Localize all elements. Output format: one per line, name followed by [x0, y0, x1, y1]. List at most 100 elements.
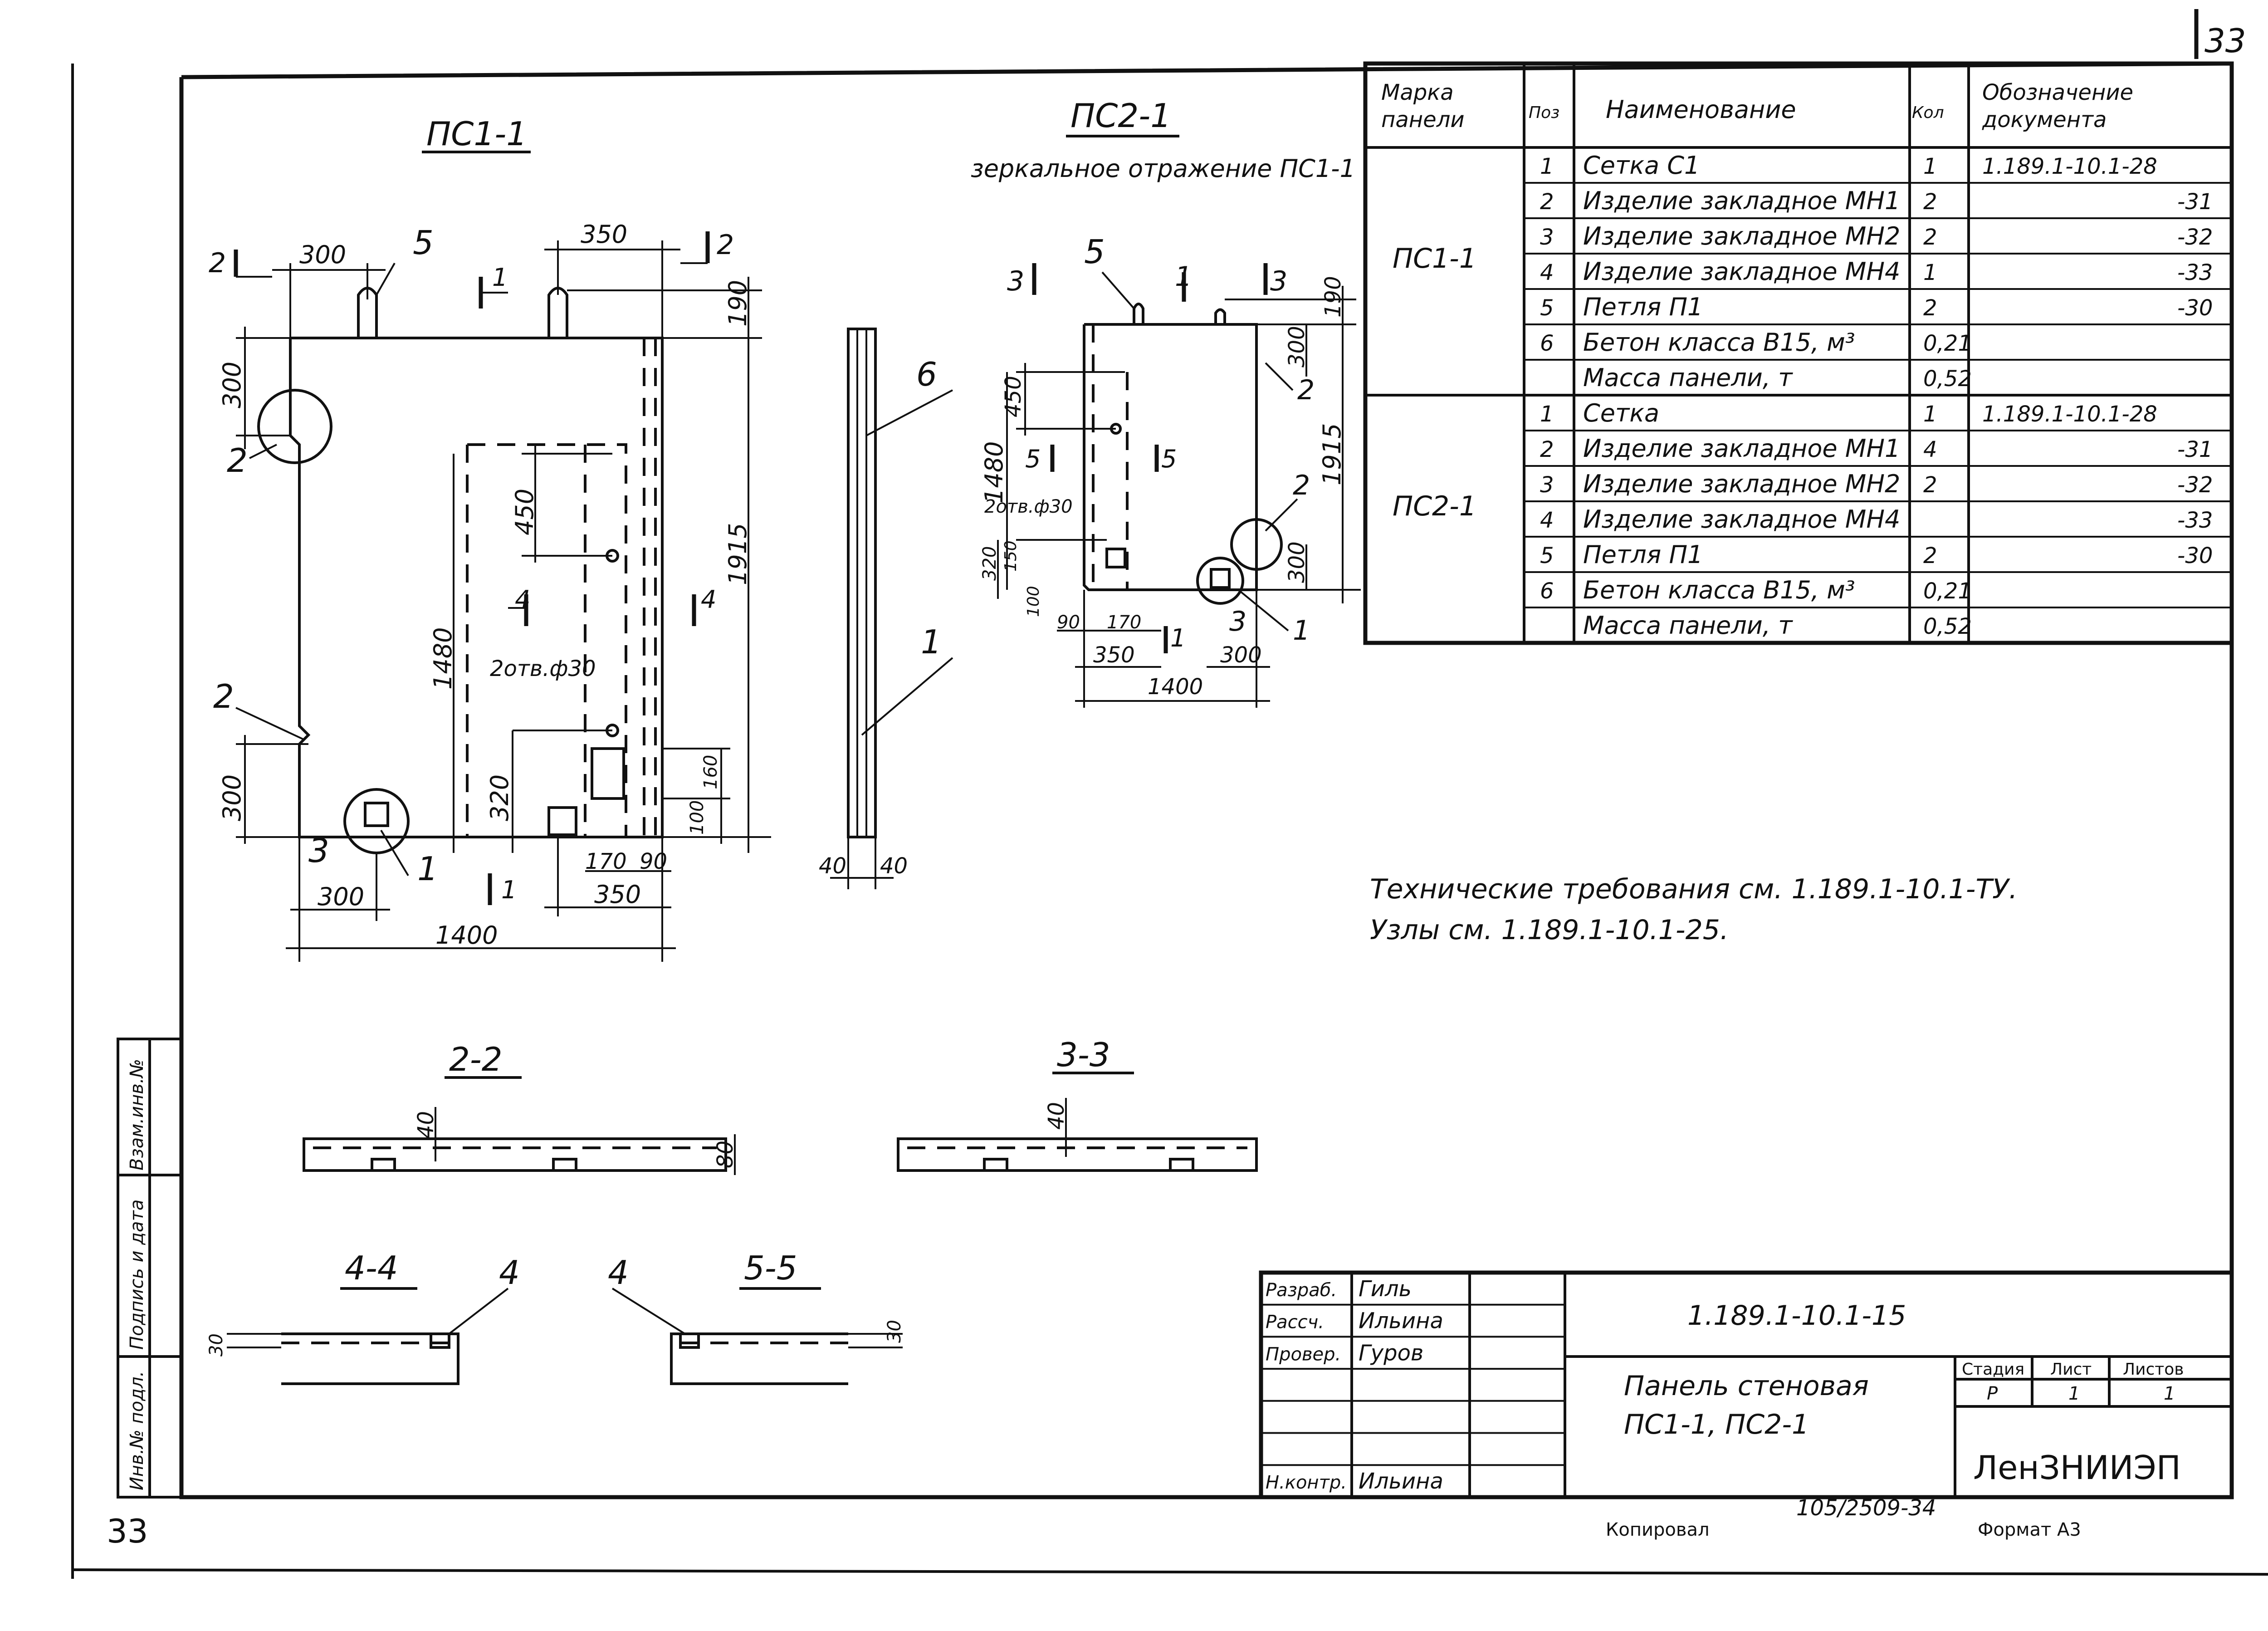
- sec-mark-1-ps21-top: 1: [1175, 261, 1192, 293]
- tb-role: Рассч.: [1266, 1312, 1324, 1333]
- dim-ps21-450: 450: [1001, 376, 1026, 417]
- spec-cell: 0,52: [1923, 614, 1972, 639]
- callout-2-ps21b: 2: [1293, 470, 1310, 501]
- callout-1-ps21: 1: [1293, 615, 1310, 647]
- note-line-2: Узлы см. 1.189.1-10.1-25.: [1370, 914, 1729, 946]
- spec-header: Наименование: [1606, 95, 1796, 124]
- callout-1-side: 1: [921, 623, 942, 661]
- spec-header: документа: [1982, 107, 2107, 132]
- spec-cell: Изделие закладное МН1: [1583, 186, 1900, 215]
- sec-mark-5-left: 5: [1025, 445, 1041, 473]
- tb-doc-code: 1.189.1-10.1-15: [1687, 1300, 1906, 1332]
- ps11-title: ПС1-1: [426, 115, 527, 153]
- spec-cell: 4: [1540, 260, 1554, 285]
- tb-sheets-header: Листов: [2123, 1360, 2184, 1379]
- tb-title-2: ПС1-1, ПС2-1: [1624, 1409, 1809, 1440]
- spec-cell: 0,21: [1923, 331, 1972, 356]
- dim-ps11-100: 100: [687, 800, 708, 835]
- spec-cell: Сетка: [1583, 399, 1659, 427]
- sec-mark-3-right: 3: [1270, 265, 1287, 297]
- spec-header: Поз: [1529, 103, 1559, 122]
- spec-cell: -31: [2177, 437, 2213, 462]
- ps11-holes-label: 2отв.ф30: [490, 656, 596, 681]
- sec-mark-5-right: 5: [1161, 445, 1177, 473]
- dim-s55-30: 30: [884, 1320, 905, 1343]
- spec-cell: Петля П1: [1583, 293, 1703, 321]
- dim-s22-40: 40: [413, 1111, 439, 1139]
- spec-cell: 1: [1540, 154, 1554, 179]
- dim-ps21-150: 150: [1002, 540, 1020, 572]
- spec-cell: 1: [1923, 260, 1937, 285]
- section-3-3: 3-3 40: [897, 1036, 1258, 1172]
- sheet-number-bottom: 33: [107, 1512, 148, 1550]
- spec-cell: -33: [2177, 260, 2213, 285]
- sec-mark-3-left: 3: [1007, 265, 1024, 297]
- dim-ps21-1400: 1400: [1148, 674, 1203, 700]
- stamp-inv-podl: Инв.№ подл.: [127, 1371, 147, 1490]
- tb-title-1: Панель стеновая: [1624, 1370, 1869, 1402]
- sec-mark-2-right: 2: [717, 229, 734, 261]
- dim-ps21-300c: 300: [1220, 642, 1262, 668]
- spec-mark: ПС1-1: [1393, 243, 1476, 274]
- dim-ps11-90: 90: [640, 849, 667, 874]
- spec-cell: Масса панели, т: [1583, 363, 1793, 392]
- dim-ps21-90: 90: [1057, 612, 1080, 633]
- spec-cell: 4: [1923, 437, 1937, 462]
- callout-4-sec55: 4: [608, 1254, 629, 1292]
- spec-cell: 2: [1923, 225, 1937, 250]
- dim-ps11-1915: 1915: [723, 523, 752, 585]
- sec-mark-1-top: 1: [492, 263, 508, 292]
- spec-cell: Изделие закладное МН2: [1583, 222, 1900, 250]
- section-2-2: 2-2 40 80: [303, 1040, 738, 1175]
- spec-cell: 1.189.1-10.1-28: [1982, 154, 2157, 179]
- dim-ps11-300-left: 300: [218, 362, 246, 408]
- dim-ps21-320: 320: [979, 546, 1000, 581]
- tb-sheet: 1: [2068, 1383, 2080, 1404]
- spec-cell: -30: [2177, 295, 2213, 321]
- sec-mark-4-left: 4: [515, 585, 530, 614]
- tb-name: Гуров: [1359, 1340, 1423, 1366]
- spec-cell: 6: [1540, 578, 1554, 604]
- side-stamp: Взам.инв.№ Подпись и дата Инв.№ подл.: [117, 1038, 183, 1499]
- section-4-4: 4-4 4 30: [206, 1249, 520, 1385]
- title-block: Разраб.ГильРассч.ИльинаПровер.ГуровН.кон…: [1259, 1270, 2234, 1499]
- spec-cell: 1: [1540, 402, 1554, 427]
- spec-cell: 1: [1923, 154, 1937, 179]
- dim-ps11-350-bottom: 350: [594, 880, 641, 909]
- ps11-elevation: ПС1-1 300 350 5: [209, 115, 771, 962]
- dim-ps21-300a: 300: [1284, 326, 1310, 367]
- dim-ps21-1915: 1915: [1318, 423, 1346, 485]
- ps11-side-view: 6 1 40 40: [819, 328, 953, 889]
- spec-cell: -33: [2177, 508, 2213, 533]
- dim-s44-30: 30: [206, 1333, 227, 1357]
- spec-cell: 2: [1923, 472, 1937, 498]
- dim-ps21-100: 100: [1024, 586, 1043, 617]
- ps21-subtitle: зеркальное отражение ПС1-1: [971, 154, 1355, 183]
- dim-ps11-170: 170: [585, 849, 627, 874]
- callout-6-side: 6: [916, 355, 937, 393]
- dim-ps21-300b: 300: [1284, 541, 1310, 583]
- sheet-number-top: 33: [2204, 22, 2246, 60]
- spec-header: Кол: [1912, 103, 1944, 122]
- spec-cell: Изделие закладное МН2: [1583, 470, 1900, 498]
- dim-ps11-350-top: 350: [581, 220, 627, 249]
- section-55-title: 5-5: [744, 1249, 797, 1287]
- spec-cell: 5: [1540, 295, 1554, 321]
- dim-ps11-300-top: 300: [299, 240, 346, 269]
- callout-2-ps11b: 2: [213, 677, 234, 715]
- spec-cell: 2: [1540, 189, 1554, 215]
- spec-cell: -30: [2177, 543, 2213, 568]
- spec-cell: 3: [1540, 472, 1554, 498]
- spec-cell: 0,52: [1923, 366, 1972, 392]
- tb-name: Ильина: [1359, 1469, 1443, 1494]
- spec-cell: Петля П1: [1583, 540, 1703, 569]
- spec-header: Марка: [1381, 80, 1454, 105]
- spec-cell: 4: [1540, 508, 1554, 533]
- section-22-title: 2-2: [449, 1040, 503, 1078]
- dim-ps11-1400: 1400: [435, 921, 498, 950]
- spec-cell: Изделие закладное МН1: [1583, 434, 1900, 463]
- tb-role: Н.контр.: [1266, 1472, 1347, 1493]
- sec-mark-4-right: 4: [701, 585, 716, 614]
